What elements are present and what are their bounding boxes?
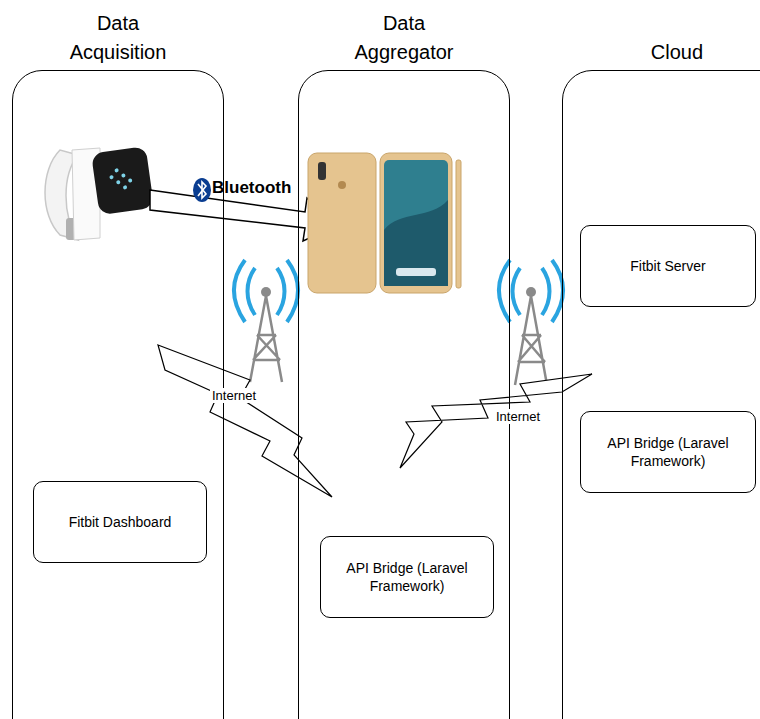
bluetooth-logo	[193, 178, 211, 202]
smartphone	[308, 153, 461, 293]
internet-bolt	[400, 374, 592, 468]
heading-holder: Data Acquisition	[13, 9, 223, 67]
component-box: Fitbit Server	[580, 225, 756, 307]
column-band: Data AcquisitionFitbit Dashboard	[12, 70, 224, 719]
column-heading: Data Acquisition	[53, 9, 183, 67]
heading-holder: Cloud	[563, 38, 760, 67]
link-label: Internet	[494, 409, 542, 424]
box-label: Fitbit Dashboard	[69, 513, 172, 531]
column-band: CloudFitbit ServerAPI Bridge (Laravel Fr…	[562, 70, 760, 719]
bluetooth-label: Bluetooth	[210, 178, 293, 198]
column-band: Data AggregatorAPI Bridge (Laravel Frame…	[298, 70, 510, 719]
box-label: API Bridge (Laravel Framework)	[591, 434, 745, 470]
box-label: Fitbit Server	[630, 257, 705, 275]
component-box: Fitbit Dashboard	[33, 481, 207, 563]
radio-tower	[499, 260, 564, 385]
box-label: API Bridge (Laravel Framework)	[331, 559, 483, 595]
link-label: Internet	[210, 388, 258, 403]
component-box: API Bridge (Laravel Framework)	[320, 536, 494, 618]
component-box: API Bridge (Laravel Framework)	[580, 411, 756, 493]
internet-bolt	[158, 345, 332, 497]
fitness-tracker	[45, 146, 154, 240]
heading-holder: Data Aggregator	[299, 9, 509, 67]
radio-tower	[234, 260, 299, 382]
column-heading: Data Aggregator	[339, 9, 469, 67]
column-heading: Cloud	[612, 38, 742, 67]
